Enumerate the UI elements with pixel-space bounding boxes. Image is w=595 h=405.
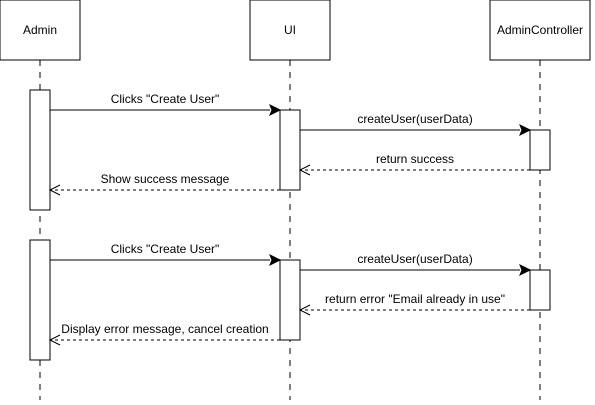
admin-activation-1 bbox=[29, 89, 51, 211]
arrowhead-open bbox=[298, 304, 311, 316]
controller-activation-2 bbox=[529, 269, 551, 311]
arrowhead-open bbox=[298, 164, 311, 176]
arrowhead-filled bbox=[269, 103, 282, 117]
message-display-error: Display error message, cancel creation bbox=[48, 322, 280, 346]
message-click-create-user-2: Clicks "Create User" bbox=[50, 242, 282, 267]
ui-activation-1 bbox=[279, 109, 301, 191]
participant-admin-box bbox=[0, 0, 81, 61]
message-label: createUser(userData) bbox=[357, 252, 472, 266]
message-label: Show success message bbox=[101, 172, 230, 186]
message-create-user-2: createUser(userData) bbox=[300, 252, 532, 277]
arrowhead-open bbox=[48, 334, 61, 346]
participant-ui: UI bbox=[249, 0, 331, 61]
ui-activation-2 bbox=[279, 259, 301, 341]
message-label: Clicks "Create User" bbox=[111, 242, 220, 256]
message-click-create-user-1: Clicks "Create User" bbox=[50, 92, 282, 117]
participant-ui-box bbox=[249, 0, 331, 61]
controller-activation-1 bbox=[529, 129, 551, 171]
arrowhead-filled bbox=[519, 123, 532, 137]
message-label: createUser(userData) bbox=[357, 112, 472, 126]
message-create-user-1: createUser(userData) bbox=[300, 112, 532, 137]
message-label: Display error message, cancel creation bbox=[61, 322, 268, 336]
arrowhead-filled bbox=[519, 263, 532, 277]
arrowhead-filled bbox=[269, 253, 282, 267]
message-label: return error "Email already in use" bbox=[325, 292, 505, 306]
message-label: Clicks "Create User" bbox=[111, 92, 220, 106]
participant-controller-label: AdminController bbox=[497, 23, 583, 37]
message-return-error: return error "Email already in use" bbox=[298, 292, 530, 316]
message-show-success: Show success message bbox=[48, 172, 280, 196]
participant-admin-label: Admin bbox=[23, 23, 57, 37]
admin-activation-2 bbox=[29, 239, 51, 361]
arrowhead-open bbox=[48, 184, 61, 196]
message-return-success: return success bbox=[298, 152, 530, 176]
participant-admin: Admin bbox=[0, 0, 81, 61]
participant-controller: AdminController bbox=[489, 0, 591, 61]
participant-ui-label: UI bbox=[284, 23, 296, 37]
participant-controller-box bbox=[489, 0, 591, 61]
message-label: return success bbox=[376, 152, 454, 166]
